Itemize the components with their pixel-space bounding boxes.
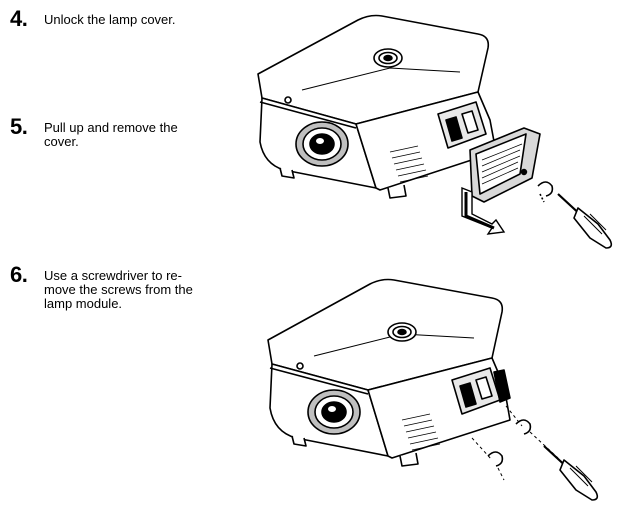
figure-remove-cover xyxy=(240,2,623,252)
projector-illustration xyxy=(257,14,613,249)
removal-arrow-icon xyxy=(461,186,506,235)
lamp-cover-icon xyxy=(469,127,541,203)
screw-icon xyxy=(505,405,559,459)
screw-icon xyxy=(537,181,554,203)
step-instruction-line: Pull up and remove the xyxy=(44,120,178,135)
step-instruction: Use a screwdriver to re- move the screws… xyxy=(44,264,224,311)
step-instruction-line: lamp module. xyxy=(44,296,123,311)
step-instruction-line: cover. xyxy=(44,134,79,149)
figure-remove-screws xyxy=(240,262,623,505)
screwdriver-icon xyxy=(543,445,599,501)
step-number: 4. xyxy=(10,6,28,31)
step-number: 5. xyxy=(10,114,28,139)
step-6: 6. Use a screwdriver to re- move the scr… xyxy=(10,264,224,311)
step-instruction-line: move the screws from the xyxy=(44,282,193,297)
step-instruction: Unlock the lamp cover. xyxy=(44,12,176,27)
step-4: 4. Unlock the lamp cover. xyxy=(10,8,224,30)
step-5: 5. Pull up and remove the cover. xyxy=(10,116,224,149)
step-instruction-line: Use a screwdriver to re- xyxy=(44,268,182,283)
screwdriver-icon xyxy=(557,193,613,249)
step-number: 6. xyxy=(10,262,28,287)
screw-icon xyxy=(471,437,505,481)
projector-illustration xyxy=(267,278,599,501)
step-instruction: Pull up and remove the cover. xyxy=(44,116,224,149)
